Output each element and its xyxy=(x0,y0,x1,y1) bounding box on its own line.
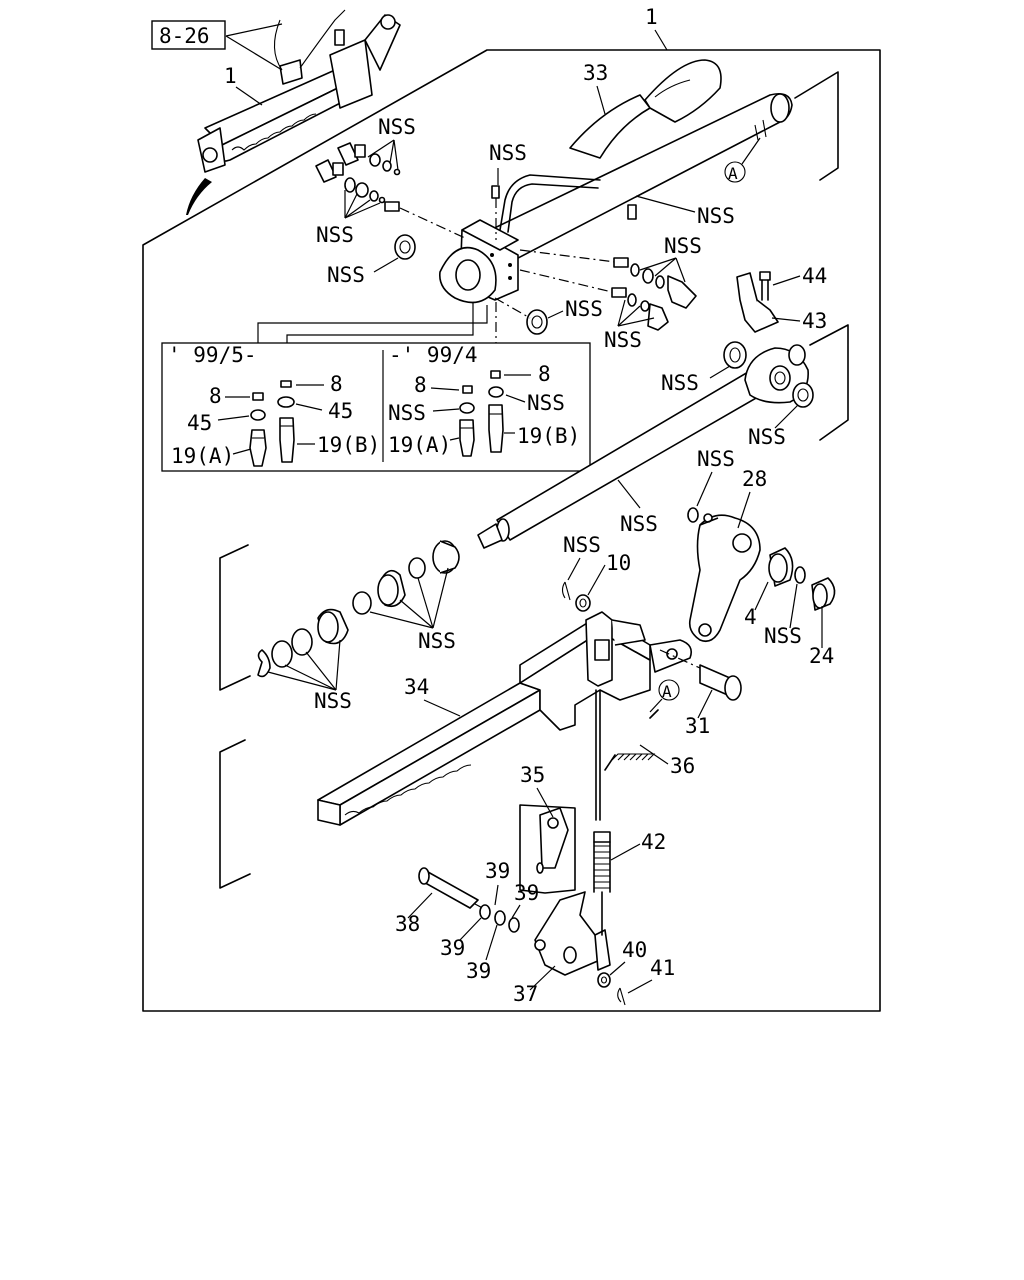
svg-text:NSS: NSS xyxy=(697,204,735,228)
vertical-bracket xyxy=(585,611,646,687)
svg-text:39: 39 xyxy=(440,936,465,960)
parts-4-24: 4 NSS 24 xyxy=(744,547,836,668)
svg-text:44: 44 xyxy=(802,264,827,288)
svg-text:A: A xyxy=(662,682,672,701)
svg-text:1: 1 xyxy=(645,5,658,29)
svg-text:43: 43 xyxy=(802,309,827,333)
svg-text:NSS: NSS xyxy=(316,223,354,247)
part-10: NSS 10 xyxy=(561,533,631,612)
part-43-44: 44 43 xyxy=(736,264,827,333)
svg-text:NSS: NSS xyxy=(697,447,735,471)
variant-right-parts xyxy=(459,370,504,457)
lower-linkage: 35 42 37 xyxy=(513,689,666,1006)
svg-text:40: 40 xyxy=(622,938,647,962)
diagram-frame xyxy=(142,49,881,1012)
svg-text:33: 33 xyxy=(583,61,608,85)
part-42-spring xyxy=(593,831,611,936)
svg-text:NSS: NSS xyxy=(565,297,603,321)
svg-text:NSS: NSS xyxy=(489,141,527,165)
svg-text:19(B): 19(B) xyxy=(517,424,580,448)
left-bushings: NSS NSS xyxy=(257,540,460,713)
svg-text:8: 8 xyxy=(330,372,343,396)
svg-text:1: 1 xyxy=(224,64,237,88)
svg-text:NSS: NSS xyxy=(388,401,426,425)
svg-text:4: 4 xyxy=(744,605,757,629)
svg-text:A: A xyxy=(728,164,738,183)
svg-text:28: 28 xyxy=(742,467,767,491)
svg-text:19(B): 19(B) xyxy=(317,433,380,457)
variant-left-parts xyxy=(249,380,295,467)
svg-text:39: 39 xyxy=(466,959,491,983)
upper-left-fasteners: NSS NSS xyxy=(315,115,466,247)
assembled-view: 1 xyxy=(186,9,401,215)
svg-text:31: 31 xyxy=(685,714,710,738)
svg-text:45: 45 xyxy=(187,411,212,435)
part-36-spring: 36 xyxy=(604,709,695,778)
part-40-41: 40 41 xyxy=(597,938,675,1006)
svg-text:8: 8 xyxy=(209,384,222,408)
svg-text:NSS: NSS xyxy=(764,624,802,648)
long-shaft: NSS NSS NSS xyxy=(477,341,814,549)
svg-text:38: 38 xyxy=(395,912,420,936)
svg-text:35: 35 xyxy=(520,763,545,787)
reference-box-8-26[interactable]: 8-26 xyxy=(151,20,283,71)
svg-text:19(A): 19(A) xyxy=(388,433,451,457)
marker-a-upper: A xyxy=(724,137,761,183)
svg-text:39: 39 xyxy=(514,881,539,905)
svg-text:' 99/5-: ' 99/5- xyxy=(168,343,257,367)
svg-text:8: 8 xyxy=(414,373,427,397)
svg-text:41: 41 xyxy=(650,956,675,980)
svg-text:NSS: NSS xyxy=(327,263,365,287)
bracket-washer-lower: NSS xyxy=(494,297,603,335)
svg-text:NSS: NSS xyxy=(378,115,416,139)
svg-text:NSS: NSS xyxy=(418,629,456,653)
svg-text:NSS: NSS xyxy=(604,328,642,352)
svg-text:NSS: NSS xyxy=(664,234,702,258)
callout-assembly-1: 1 xyxy=(645,5,668,51)
svg-text:NSS: NSS xyxy=(314,689,352,713)
svg-text:34: 34 xyxy=(404,675,429,699)
svg-text:19(A): 19(A) xyxy=(171,444,234,468)
svg-text:36: 36 xyxy=(670,754,695,778)
nss-tube-label: NSS xyxy=(635,195,735,228)
svg-text:10: 10 xyxy=(606,551,631,575)
part-31-pin: 31 xyxy=(659,649,742,738)
svg-text:8-26: 8-26 xyxy=(159,24,210,48)
svg-text:42: 42 xyxy=(641,830,666,854)
bracket-washer-left: NSS xyxy=(327,234,416,287)
svg-text:39: 39 xyxy=(485,859,510,883)
svg-text:NSS: NSS xyxy=(661,371,699,395)
svg-text:NSS: NSS xyxy=(748,425,786,449)
svg-text:8: 8 xyxy=(538,362,551,386)
part-38-39: 38 39 39 39 39 xyxy=(395,859,539,983)
mounting-bracket xyxy=(438,219,519,304)
svg-text:-' 99/4: -' 99/4 xyxy=(389,343,478,367)
variant-box: ' 99/5- -' 99/4 8 8 45 45 19(A) 19(B) xyxy=(161,342,591,472)
marker-a-lower: A xyxy=(649,679,680,713)
part-33-cover: 33 xyxy=(569,59,722,159)
svg-text:NSS: NSS xyxy=(527,391,565,415)
cross-tube xyxy=(479,92,793,271)
part-34-channel: 34 xyxy=(317,614,693,826)
nss-pin-top: NSS xyxy=(489,141,527,240)
upper-right-fasteners: NSS NSS xyxy=(519,234,702,352)
svg-text:45: 45 xyxy=(328,399,353,423)
part-28-lever: NSS 28 xyxy=(687,447,767,643)
svg-text:NSS: NSS xyxy=(620,512,658,536)
svg-text:NSS: NSS xyxy=(563,533,601,557)
